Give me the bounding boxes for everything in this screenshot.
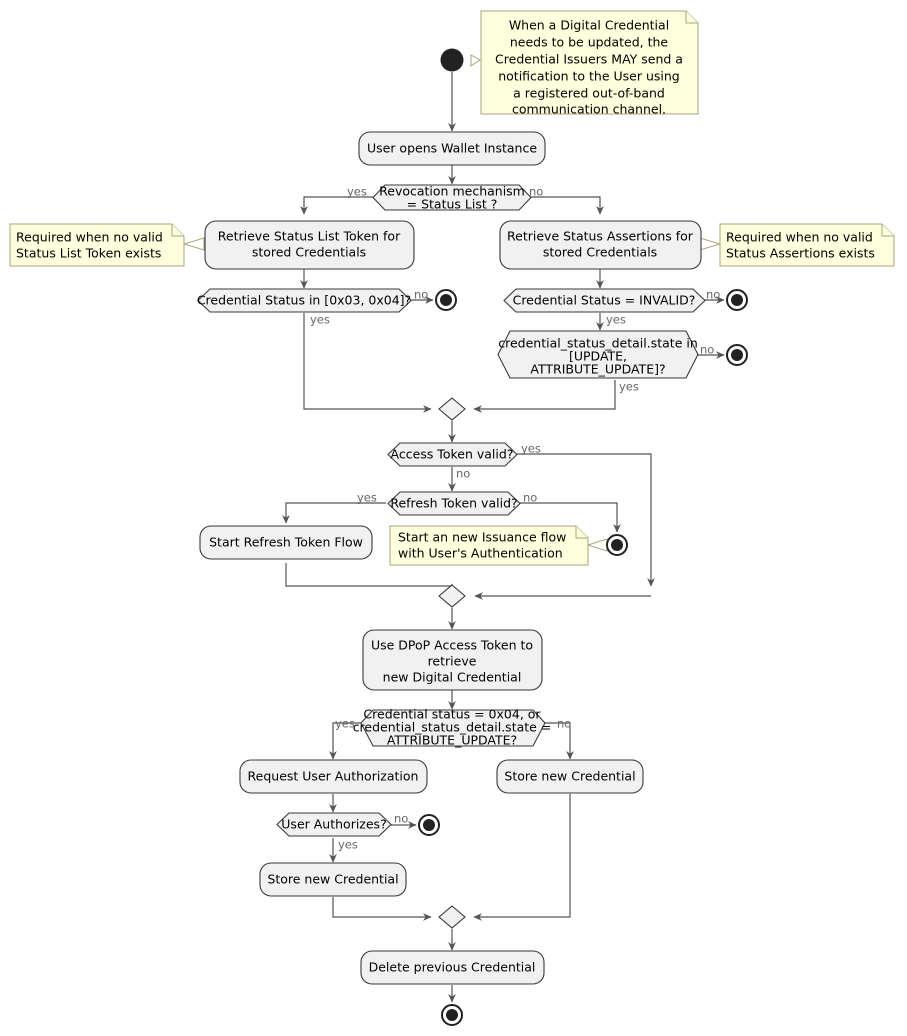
note-start: When a Digital Credential needs to be up… xyxy=(470,10,699,117)
edge-access-token-yes-bypass xyxy=(516,453,655,587)
activity-retrieve-status-assertions-line-0: Retrieve Status Assertions for xyxy=(507,229,694,244)
edge-label-refresh-yes: yes xyxy=(357,491,377,505)
edge-status04-no xyxy=(545,722,574,760)
decision-credential-status-invalid-label: Credential Status = INVALID? xyxy=(513,293,696,308)
merge-node-3 xyxy=(438,905,466,929)
activity-use-dpop-line-0: Use DPoP Access Token to xyxy=(371,638,533,653)
edge-label-user-authorizes-no: no xyxy=(394,812,408,826)
note-start-line-2: Credential Issuers MAY send a xyxy=(495,52,683,67)
activity-use-dpop-line-2: new Digital Credential xyxy=(383,670,522,685)
activity-store-new-credential-right-label: Store new Credential xyxy=(504,769,635,784)
activity-store-new-credential-left-label: Store new Credential xyxy=(267,872,398,887)
activity-user-opens-wallet-instance[interactable]: User opens Wallet Instance xyxy=(358,131,546,166)
note-status-list-token: Required when no valid Status List Token… xyxy=(9,223,205,267)
edge-label-cds-no: no xyxy=(700,343,714,357)
activity-delete-previous-credential[interactable]: Delete previous Credential xyxy=(360,950,545,985)
activity-store-new-credential-left[interactable]: Store new Credential xyxy=(259,862,407,897)
edge-label-status04-yes: yes xyxy=(335,717,355,731)
edge-revocation-yes xyxy=(300,196,383,215)
edge-label-cds-yes: yes xyxy=(619,380,639,394)
decision-credential-status-in-range[interactable]: Credential Status in [0x03, 0x04]? xyxy=(197,288,412,313)
edge-refresh-yes xyxy=(282,502,386,524)
edge-label-csl-yes: yes xyxy=(310,313,330,327)
activity-use-dpop-access-token[interactable]: Use DPoP Access Token to retrieve new Di… xyxy=(362,629,543,691)
activity-retrieve-status-list-token[interactable]: Retrieve Status List Token for stored Cr… xyxy=(204,220,415,270)
decision-credential-status-0x04[interactable]: Credential status = 0x04, or credential_… xyxy=(353,707,552,748)
end-node-status-list xyxy=(435,289,457,311)
edge-status04-yes xyxy=(329,722,361,760)
activity-retrieve-status-list-line-1: stored Credentials xyxy=(252,245,366,260)
note-start-line-0: When a Digital Credential xyxy=(509,18,669,33)
note-status-list-line-1: Status List Token exists xyxy=(16,246,161,261)
decision-revocation-line-1: = Status List ? xyxy=(407,197,498,212)
edge-label-revocation-yes: yes xyxy=(347,185,367,199)
activity-store-new-credential-right[interactable]: Store new Credential xyxy=(496,759,644,794)
edge-cds-yes-to-merge1 xyxy=(473,380,616,413)
edge-label-user-authorizes-yes: yes xyxy=(338,838,358,852)
edge-label-csl-no: no xyxy=(414,288,428,302)
edge-store-right-to-merge3 xyxy=(473,794,571,921)
end-node-status-invalid xyxy=(726,289,748,311)
edge-label-access-token-no: no xyxy=(456,467,470,481)
decision-user-authorizes[interactable]: User Authorizes? xyxy=(276,812,392,837)
activity-delete-previous-credential-label: Delete previous Credential xyxy=(369,960,536,975)
note-new-issuance-line-1: with User's Authentication xyxy=(398,546,563,561)
end-node-final xyxy=(441,1004,463,1026)
decision-refresh-token-valid-label: Refresh Token valid? xyxy=(390,496,517,511)
decision-revocation-mechanism[interactable]: Revocation mechanism = Status List ? xyxy=(372,184,532,212)
end-node-user-authorizes-no xyxy=(418,814,440,836)
edge-refresh-no xyxy=(519,502,621,533)
start-node xyxy=(440,48,464,72)
decision-status04-line-0: Credential status = 0x04, or xyxy=(363,707,541,722)
decision-credential-status-invalid[interactable]: Credential Status = INVALID? xyxy=(503,288,706,313)
activity-start-refresh-token-flow[interactable]: Start Refresh Token Flow xyxy=(199,525,373,560)
activity-start-refresh-token-flow-label: Start Refresh Token Flow xyxy=(209,535,363,550)
note-status-list-line-0: Required when no valid xyxy=(16,230,163,245)
note-start-line-1: needs to be updated, the xyxy=(510,35,669,50)
note-status-assertions-line-1: Status Assertions exists xyxy=(726,246,875,261)
edge-store-left-to-merge3 xyxy=(332,897,432,921)
note-start-line-5: communication channel. xyxy=(512,102,666,117)
note-start-line-4: a registered out-of-band xyxy=(513,86,665,101)
decision-refresh-token-valid[interactable]: Refresh Token valid? xyxy=(387,491,521,516)
decision-user-authorizes-label: User Authorizes? xyxy=(281,817,386,832)
decision-status04-line-1: credential_status_detail.state = xyxy=(353,720,552,735)
end-node-detail-state xyxy=(726,344,748,366)
edge-label-access-token-yes: yes xyxy=(521,442,541,456)
decision-status04-line-2: ATTRIBUTE_UPDATE? xyxy=(387,733,517,748)
edge-label-refresh-no: no xyxy=(523,491,537,505)
decision-cds-line-2: ATTRIBUTE_UPDATE]? xyxy=(530,362,665,377)
edge-label-csi-no: no xyxy=(706,288,720,302)
decision-access-token-valid[interactable]: Access Token valid? xyxy=(387,442,518,467)
note-start-line-3: notification to the User using xyxy=(498,69,680,84)
edge-refresh-flow-to-merge2 xyxy=(285,563,456,592)
activity-request-user-authorization-label: Request User Authorization xyxy=(248,769,419,784)
edge-csl-yes-to-merge1 xyxy=(303,313,432,413)
note-status-assertions-line-0: Required when no valid xyxy=(726,230,873,245)
decision-revocation-line-0: Revocation mechanism xyxy=(379,184,525,199)
note-new-issuance-line-0: Start an new Issuance flow xyxy=(398,530,566,545)
edges-layer xyxy=(282,72,725,1003)
activity-retrieve-status-assertions[interactable]: Retrieve Status Assertions for stored Cr… xyxy=(499,220,702,270)
activity-user-opens-wallet-instance-label: User opens Wallet Instance xyxy=(367,141,537,156)
activity-use-dpop-line-1: retrieve xyxy=(428,654,477,669)
end-node-refresh-no xyxy=(606,534,628,556)
edge-label-status04-no: no xyxy=(557,717,571,731)
decision-credential-status-in-range-label: Credential Status in [0x03, 0x04]? xyxy=(197,293,411,308)
edge-revocation-no xyxy=(521,196,604,215)
edge-label-revocation-no: no xyxy=(529,185,543,199)
activity-retrieve-status-assertions-line-1: stored Credentials xyxy=(543,245,657,260)
merge-node-2 xyxy=(438,584,466,608)
decision-credential-status-detail-state[interactable]: credential_status_detail.state in [UPDAT… xyxy=(497,330,699,379)
decision-access-token-valid-label: Access Token valid? xyxy=(391,447,514,462)
activity-request-user-authorization[interactable]: Request User Authorization xyxy=(239,759,428,794)
decision-cds-line-0: credential_status_detail.state in xyxy=(498,336,698,351)
note-status-assertions: Required when no valid Status Assertions… xyxy=(699,223,895,267)
note-new-issuance-flow: Start an new Issuance flow with User's A… xyxy=(389,525,608,566)
decision-cds-line-1: [UPDATE, xyxy=(569,349,627,364)
merge-node-1 xyxy=(438,397,466,421)
activity-retrieve-status-list-line-0: Retrieve Status List Token for xyxy=(218,229,401,244)
edge-label-csi-yes: yes xyxy=(606,313,626,327)
